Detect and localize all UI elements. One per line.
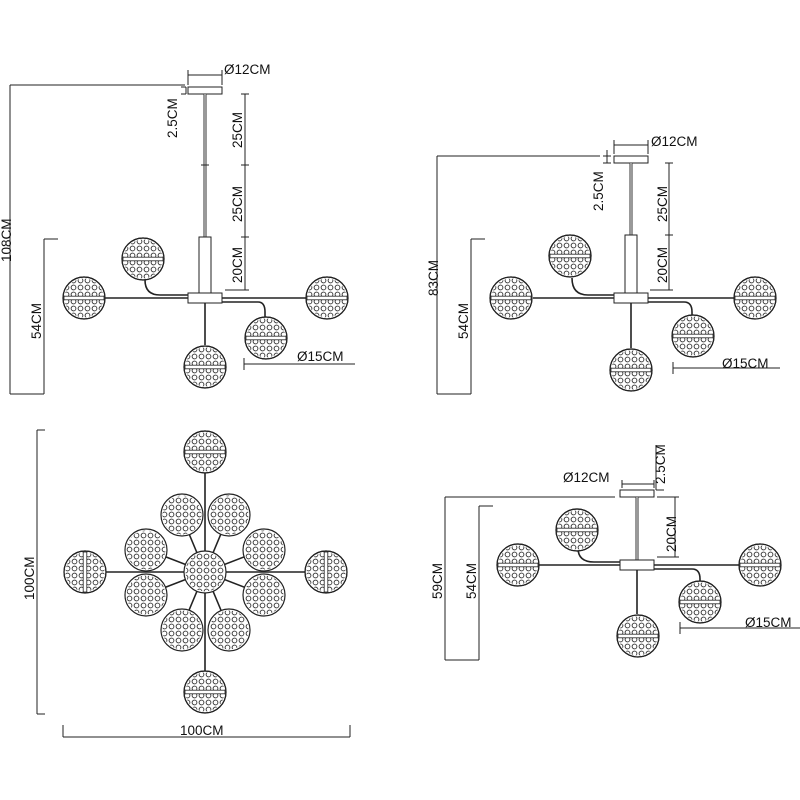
globe <box>183 670 227 714</box>
top-height-label: 100CM <box>22 556 37 600</box>
globe <box>63 550 107 594</box>
canopy-height-label: 2.5CM <box>591 171 606 211</box>
globe-diameter-label: Ø15CM <box>297 349 344 364</box>
total-height-label: 83CM <box>426 260 441 296</box>
globe-diameter-label: Ø15CM <box>745 615 792 630</box>
globe <box>183 345 227 389</box>
rod-middle-label: 25CM <box>230 186 245 222</box>
canopy-diameter-label: Ø12CM <box>224 62 271 77</box>
rod-lower-label: 20CM <box>655 247 670 283</box>
globe <box>548 234 592 278</box>
rod-label: 20CM <box>664 516 679 552</box>
ceiling-mount-view: 2.5CM Ø12CM 20CM 59CM 54CM Ø15CM <box>430 444 800 661</box>
globe <box>733 276 777 320</box>
body-height-label: 54CM <box>464 563 479 599</box>
globe-diameter-label: Ø15CM <box>722 356 769 371</box>
canopy <box>619 489 655 498</box>
globe <box>244 316 288 360</box>
canopy-height-label: 2.5CM <box>653 444 668 484</box>
body-height-label: 54CM <box>29 303 44 339</box>
globe <box>671 314 715 358</box>
hub <box>613 292 649 304</box>
globe <box>609 348 653 392</box>
globe <box>738 543 782 587</box>
globe <box>616 614 660 658</box>
large-pendant-view: Ø12CM 2.5CM 25CM 25CM 20CM 108CM 54CM Ø1… <box>0 62 355 395</box>
medium-pendant-view: Ø12CM 2.5CM 25CM 20CM 83CM 54CM Ø15CM <box>426 134 780 395</box>
body-height-label: 54CM <box>456 303 471 339</box>
canopy <box>187 86 223 95</box>
globe <box>496 543 540 587</box>
rod-upper-label: 25CM <box>655 186 670 222</box>
total-height-label: 108CM <box>0 218 14 262</box>
canopy-height-label: 2.5CM <box>165 98 180 138</box>
hub <box>619 559 655 571</box>
canopy <box>613 155 649 164</box>
globe <box>304 550 348 594</box>
globe <box>305 276 349 320</box>
globe <box>678 580 722 624</box>
globe <box>183 430 227 474</box>
canopy-diameter-label: Ø12CM <box>651 134 698 149</box>
canopy-diameter-label: Ø12CM <box>563 470 610 485</box>
globe <box>555 508 599 552</box>
globe <box>489 276 533 320</box>
top-width-label: 100CM <box>180 723 224 738</box>
total-height-label: 59CM <box>430 563 445 599</box>
rod-upper-label: 25CM <box>230 112 245 148</box>
top-view: 100CM 100CM <box>22 429 351 738</box>
hub <box>187 292 223 304</box>
globe <box>62 276 106 320</box>
rod-lower-label: 20CM <box>230 247 245 283</box>
globe <box>121 237 165 281</box>
